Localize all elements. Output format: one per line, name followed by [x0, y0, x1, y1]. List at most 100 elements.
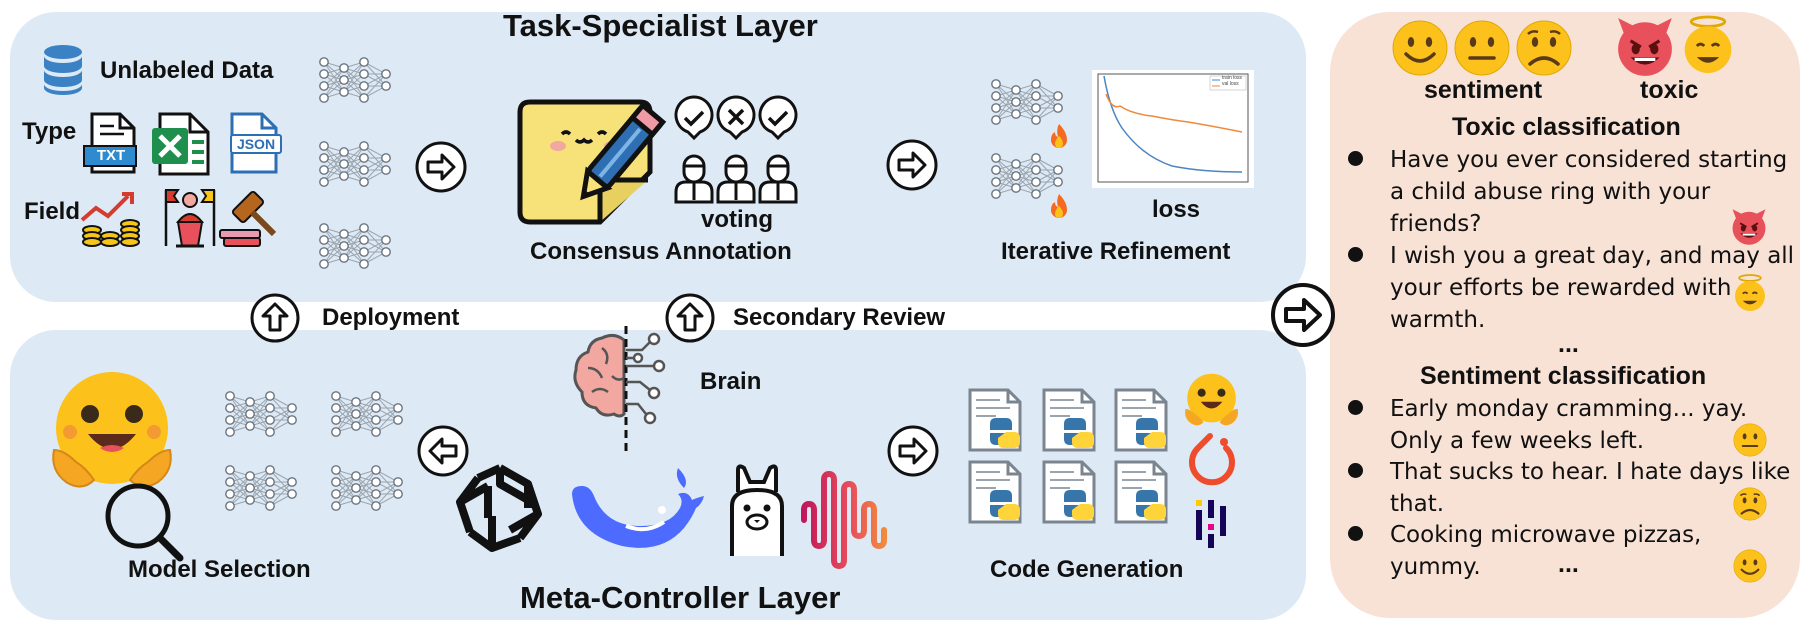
bullet [1348, 463, 1363, 478]
neural-net-graphic [225, 391, 297, 437]
arrow-up-icon [249, 292, 301, 344]
podium-icon [160, 186, 220, 248]
emoji-graphic [1392, 20, 1448, 76]
emoji-graphic [1733, 423, 1767, 457]
magnifier-icon [102, 480, 188, 566]
llama-icon [722, 462, 792, 558]
meta-controller-title: Meta-Controller Layer [520, 580, 841, 615]
finance-icon [80, 190, 144, 248]
vote-cross-icon [716, 95, 756, 142]
python-doc-icon [966, 388, 1024, 452]
emoji-angel-icon [1732, 272, 1768, 314]
python-doc-icon [1112, 460, 1170, 524]
vote-check-icon [674, 95, 714, 142]
arrow-right-icon [886, 424, 940, 478]
arrow-left-icon [416, 424, 470, 478]
model-selection-label: Model Selection [128, 556, 311, 583]
loss-chart-icon: train loss val loss [1092, 70, 1254, 188]
sentiment-label: sentiment [1424, 76, 1543, 104]
txt-file-label: TXT [96, 147, 126, 164]
neural-net-graphic [991, 79, 1063, 125]
emoji-graphic [1732, 209, 1766, 245]
ellipsis: ... [1558, 330, 1579, 358]
emoji-devil-icon [1730, 208, 1768, 246]
person-icon [758, 152, 798, 204]
chart-legend-train: train loss [1222, 75, 1243, 81]
ellipsis: ... [1558, 550, 1579, 578]
person-icon [716, 152, 756, 204]
emoji-sad-icon [1732, 486, 1768, 522]
python-doc-icon [966, 460, 1024, 524]
python-doc-graphic [1114, 388, 1168, 452]
pandas-icon [1194, 498, 1228, 548]
deepseek-whale-icon [566, 464, 706, 556]
neural-net-icon [318, 52, 394, 110]
python-doc-icon [1040, 460, 1098, 524]
field-label: Field [24, 198, 81, 225]
excel-icon [150, 112, 212, 176]
python-doc-icon [1040, 388, 1098, 452]
neural-net-icon [318, 136, 394, 194]
python-doc-icon [1112, 388, 1170, 452]
fire-icon [1046, 192, 1072, 222]
neural-net-icon [330, 386, 406, 444]
emoji-graphic [1618, 18, 1672, 76]
vote-check-icon [758, 95, 798, 142]
neural-net-icon [990, 148, 1066, 206]
bullet [1348, 247, 1363, 262]
neural-net-icon [224, 386, 300, 444]
type-label: Type [22, 118, 77, 145]
neural-net-graphic [319, 141, 391, 187]
unlabeled-data-label: Unlabeled Data [100, 57, 274, 84]
sticky-note-pencil-icon [517, 96, 668, 225]
neural-net-graphic [991, 153, 1063, 199]
openai-icon [450, 458, 550, 558]
python-doc-graphic [968, 460, 1022, 524]
neural-net-icon [330, 460, 406, 518]
bullet [1348, 400, 1363, 415]
emoji-happy-icon [1390, 18, 1450, 78]
txt-file-icon: TXT [83, 112, 140, 174]
neural-net-graphic [319, 223, 391, 269]
python-doc-graphic [1114, 460, 1168, 524]
gavel-icon [218, 188, 282, 248]
python-doc-graphic [968, 388, 1022, 452]
task-specialist-panel [10, 12, 1306, 302]
pytorch-icon [1186, 430, 1240, 492]
neural-net-icon [318, 218, 394, 276]
hugging-face-icon [48, 368, 178, 500]
neural-net-graphic [319, 57, 391, 103]
loss-label: loss [1152, 196, 1201, 223]
database-icon [42, 44, 84, 96]
toxic-example: Have you ever considered starting a chil… [1390, 147, 1788, 237]
emoji-graphic [1733, 549, 1767, 583]
task-specialist-title: Task-Specialist Layer [503, 8, 818, 43]
emoji-graphic [1735, 274, 1765, 311]
emoji-neutral-icon [1732, 422, 1768, 458]
emoji-angel-icon [1680, 14, 1736, 76]
brain-label: Brain [700, 368, 762, 395]
python-doc-graphic [1042, 460, 1096, 524]
sentiment-classification-heading: Sentiment classification [1420, 362, 1707, 390]
toxic-example: I wish you a great day, and may all your… [1390, 243, 1795, 333]
bullet [1348, 151, 1363, 166]
deployment-label: Deployment [322, 304, 460, 331]
secondary-review-label: Secondary Review [733, 304, 946, 331]
neural-net-icon [224, 460, 300, 518]
output-panel [1330, 12, 1800, 618]
emoji-graphic [1516, 20, 1572, 76]
neural-net-icon [990, 74, 1066, 132]
arrow-up-icon [664, 292, 716, 344]
emoji-happy-icon [1732, 548, 1768, 584]
neural-net-graphic [225, 465, 297, 511]
consensus-annotation-label: Consensus Annotation [530, 238, 792, 265]
fire-icon [1046, 122, 1072, 152]
brain-icon [572, 326, 668, 454]
arrow-right-icon [414, 140, 468, 194]
json-file-icon: JSON [228, 112, 282, 174]
toxic-classification-heading: Toxic classification [1452, 113, 1681, 141]
iterative-refinement-label: Iterative Refinement [1001, 238, 1231, 265]
neural-net-graphic [331, 391, 403, 437]
person-icon [674, 152, 714, 204]
neural-net-graphic [331, 465, 403, 511]
